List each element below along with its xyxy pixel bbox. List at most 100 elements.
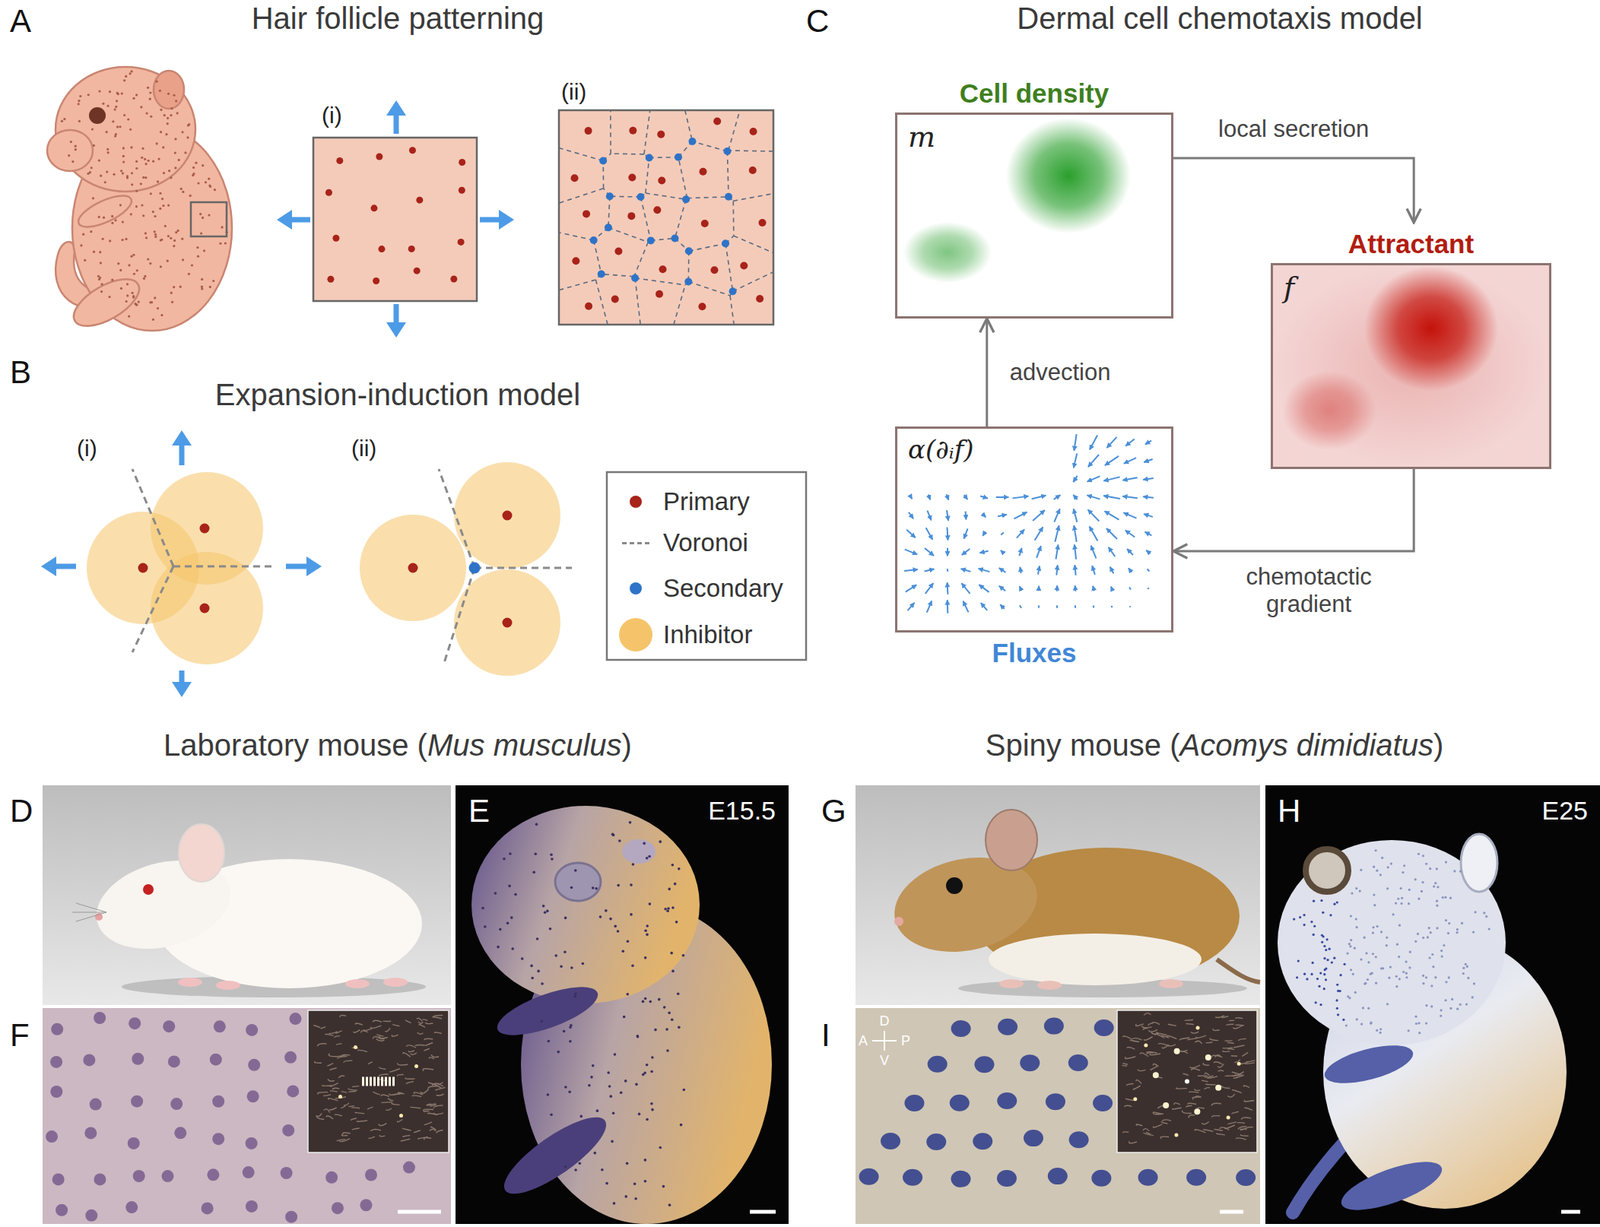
follicle-dot xyxy=(1464,963,1467,966)
follicle-dot xyxy=(1420,890,1423,893)
inset-texture xyxy=(1161,1120,1172,1122)
follicle-dot xyxy=(549,853,553,857)
follicle-dot xyxy=(201,1202,214,1215)
follicle-dot xyxy=(161,1170,174,1183)
inset-texture xyxy=(1149,1053,1161,1056)
follicle-dot xyxy=(1045,1093,1066,1111)
follicle-dot xyxy=(45,1130,58,1143)
follicle-dot xyxy=(511,947,515,951)
follicle-dot xyxy=(149,192,153,195)
inset-texture xyxy=(1196,1035,1207,1039)
follicle-dot xyxy=(1358,889,1362,893)
flux-arrow xyxy=(982,514,987,518)
follicle-dot xyxy=(1321,911,1324,915)
flux-arrow xyxy=(1012,496,1029,499)
inset-peak xyxy=(373,1077,376,1087)
inset-texture xyxy=(1130,1040,1140,1042)
flux-arrow xyxy=(1147,587,1149,590)
follicle-dot xyxy=(154,235,157,239)
follicle-dot xyxy=(1346,995,1350,998)
follicle-dot xyxy=(1365,952,1368,955)
expansion-arrow xyxy=(179,445,185,466)
flux-arrow xyxy=(946,582,950,595)
inset-texture xyxy=(1243,1085,1250,1088)
spiny-embryo-photo xyxy=(1265,785,1600,1225)
inset-texture xyxy=(352,1085,359,1088)
flux-arrow xyxy=(1000,532,1004,535)
inset-peak xyxy=(392,1077,395,1087)
follicle-dot xyxy=(125,1201,138,1214)
flux-arrow xyxy=(980,495,988,499)
follicle-dot xyxy=(52,1173,65,1186)
inset-texture xyxy=(1189,1065,1200,1069)
axis-label: V xyxy=(879,1053,889,1070)
expansion-arrow xyxy=(285,564,307,570)
follicle-dot xyxy=(1405,960,1408,963)
follicle-dot xyxy=(1297,959,1300,962)
follicle-dot xyxy=(483,925,487,929)
follicle-dot xyxy=(644,956,648,960)
inset-texture xyxy=(427,1104,435,1106)
inset-peak xyxy=(414,1064,419,1069)
follicle-dot xyxy=(98,250,102,254)
follicle-dot xyxy=(118,125,121,128)
follicle-dot xyxy=(200,287,204,290)
follicle-dot xyxy=(98,276,102,280)
inset-texture xyxy=(428,1086,439,1089)
follicle-dot xyxy=(1186,1169,1207,1187)
follicle-dot xyxy=(549,927,553,931)
inset-peak xyxy=(1174,1048,1181,1055)
inset-texture xyxy=(1137,1069,1146,1072)
follicle-dot xyxy=(662,1185,666,1189)
follicle-dot xyxy=(631,964,635,968)
inset-peak xyxy=(1215,1085,1222,1092)
follicle-dot xyxy=(645,924,649,928)
inset-texture xyxy=(343,1060,353,1064)
secondary-dot xyxy=(604,223,613,232)
legend-text: Inhibitor xyxy=(663,620,753,650)
inset-texture xyxy=(1231,1055,1238,1058)
follicle-dot xyxy=(638,1113,642,1117)
follicle-dot xyxy=(1444,999,1447,1002)
inset-texture xyxy=(1122,1036,1131,1039)
embryo-head xyxy=(471,806,700,1004)
follicle-dot xyxy=(1408,966,1411,969)
inset-texture xyxy=(1188,1115,1195,1119)
follicle-dot xyxy=(158,192,162,195)
primary-dot xyxy=(332,234,340,242)
inset-texture xyxy=(1161,1035,1170,1039)
follicle-dot xyxy=(139,105,143,108)
voronoi-line xyxy=(438,469,475,569)
inset-texture xyxy=(425,1043,434,1047)
inset-texture xyxy=(1123,1063,1129,1065)
species-title: Spiny mouse (Acomys dimidiatus) xyxy=(985,727,1444,763)
follicle-dot xyxy=(92,250,96,254)
follicle-dot xyxy=(79,95,82,98)
inset-texture xyxy=(1209,1038,1219,1042)
inset-texture xyxy=(330,1068,337,1071)
follicle-dot xyxy=(144,231,147,235)
follicle-dot xyxy=(155,80,159,83)
mouse-foot xyxy=(177,977,203,988)
follicle-dot xyxy=(1428,926,1431,930)
primary-dot xyxy=(758,219,766,227)
follicle-dot xyxy=(616,930,620,934)
flux-arrow xyxy=(926,527,934,540)
primary-dot xyxy=(458,158,466,166)
inset-texture xyxy=(373,1092,381,1096)
inset-texture xyxy=(363,1028,373,1032)
inset-texture xyxy=(418,1022,423,1024)
inset-texture xyxy=(1190,1031,1199,1034)
follicle-dot xyxy=(63,117,66,121)
flux-arrow xyxy=(980,603,988,611)
follicle-dot xyxy=(174,1126,187,1140)
follicle-dot xyxy=(619,1091,623,1095)
follicle-dot xyxy=(1047,1168,1068,1185)
follicle-dot xyxy=(649,1000,653,1004)
flux-arrow xyxy=(978,568,991,572)
follicle-dot xyxy=(1434,976,1437,979)
follicle-dot xyxy=(498,928,502,932)
follicle-dot xyxy=(60,120,64,123)
inset-texture xyxy=(326,1063,334,1067)
inset-texture xyxy=(339,1015,347,1018)
